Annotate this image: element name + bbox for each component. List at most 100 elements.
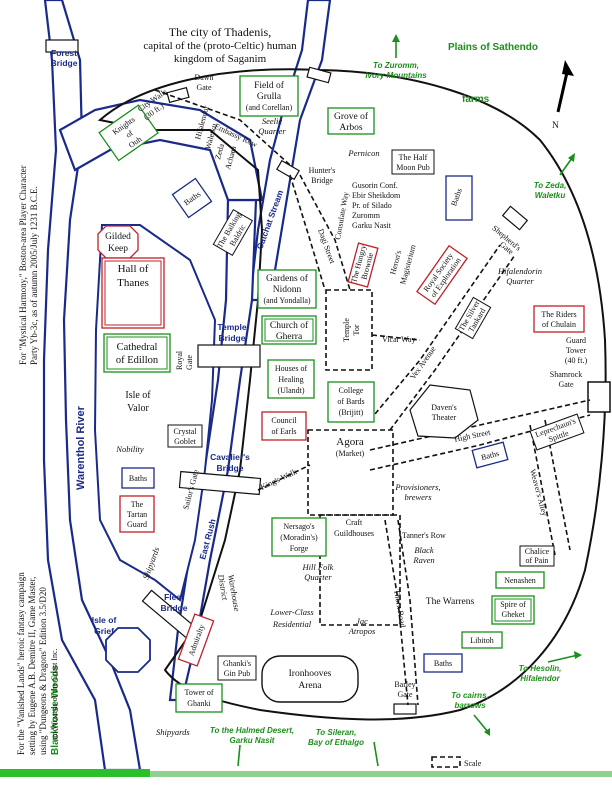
admiralty[interactable]: Admiralty	[177, 613, 215, 667]
credit-line-1: For "Mystical Harmony," Boston-area Play…	[18, 165, 28, 365]
half-moon-pub[interactable]: The Half Moon Pub	[391, 149, 435, 175]
scale-label: Scale	[464, 759, 482, 768]
hungry-brownie[interactable]: The Hungry Brownie	[347, 242, 379, 288]
warenthol-river	[42, 0, 142, 772]
temple-bridge-line-1: Temple	[217, 322, 246, 332]
hesolin-arrow	[547, 654, 579, 663]
weavers-alley-label: Weaver's Alley	[528, 468, 549, 517]
baths-valor[interactable]: Baths	[121, 467, 155, 489]
ghankis-gin-pub[interactable]: Ghanki's Gin Pub	[217, 655, 257, 681]
svg-text:Nersago's: Nersago's	[283, 522, 314, 531]
houses-of-healing[interactable]: Houses of Healing (Ulandt)	[267, 359, 315, 399]
isle-grief-line-1: Isle of	[92, 615, 117, 625]
hifalendorin-line-2: Quarter	[506, 276, 534, 286]
shamrock-gate-line-1: Shamrock	[550, 370, 582, 379]
council-of-earls[interactable]: Council of Earls	[261, 411, 307, 441]
svg-text:Tower of: Tower of	[185, 688, 214, 697]
ironhooves-line-2: Arena	[298, 681, 322, 691]
svg-text:of: of	[124, 128, 135, 139]
libitoh[interactable]: Libitoh	[461, 631, 503, 649]
tanners-row-label: Tanner's Row	[402, 531, 446, 540]
royal-society-exploration[interactable]: Royal Society of Exploration	[416, 244, 468, 306]
vicar-way-label: Vicar Way	[382, 335, 416, 344]
knights-of-ouh[interactable]: Knights of Ouh	[98, 104, 159, 162]
heron-line-2: Magisterium	[398, 243, 417, 286]
hifalendorin-line-1: Hifalendorin	[497, 266, 542, 276]
title-line-2: capital of the (proto-Celtic) human	[143, 40, 297, 52]
warenthol-label: Warenthol River	[75, 405, 87, 490]
grove-of-arbos[interactable]: Grove of Arbos	[327, 107, 375, 135]
leprechauns-spittle[interactable]: Leprechaun's Spittle	[529, 413, 585, 451]
embassy-3: Zeda	[213, 142, 226, 160]
compass-label: N	[552, 121, 559, 131]
weavers-alley-road	[544, 419, 571, 551]
consulate-way-label: Consulate Way	[333, 191, 350, 240]
svg-text:Forge: Forge	[290, 544, 309, 553]
chalice-of-pain[interactable]: Chalice of Pain	[519, 545, 555, 567]
svg-text:of Chulain: of Chulain	[542, 320, 576, 329]
seelie-line-1: Seelie	[262, 116, 283, 126]
dagi-street-road	[289, 174, 326, 291]
svg-text:Nidonn: Nidonn	[273, 285, 302, 295]
svg-text:The: The	[131, 500, 144, 509]
cairns-line-2: barrows	[454, 701, 486, 710]
vex-avenue-road-2	[389, 254, 516, 431]
high-street-road	[369, 399, 591, 451]
halmed-line-2: Garku Nasit	[230, 736, 275, 745]
field-of-grulla[interactable]: Field of Grulla (and Corellan)	[239, 75, 299, 117]
church-of-gherra[interactable]: Church of Gherra	[261, 315, 317, 345]
riders-of-chulain[interactable]: The Riders of Chulain	[533, 305, 585, 333]
cathedral-of-edillon[interactable]: Cathedral of Edillon	[103, 333, 171, 373]
temple-bridge-line-2: Bridge	[219, 333, 246, 343]
dawn-gate-tower	[166, 86, 190, 104]
svg-text:Crystal: Crystal	[173, 427, 197, 436]
baths-ne[interactable]: Baths	[445, 175, 473, 221]
cavalier-bridge	[178, 470, 262, 496]
scale-bar	[431, 756, 461, 768]
hall-of-thanes[interactable]: Hall of Thanes	[101, 257, 165, 329]
sileran-line-2: Bay of Ethalgo	[308, 738, 364, 747]
svg-text:Baths: Baths	[434, 659, 452, 668]
gilded-keep[interactable]: Gilded Keep	[97, 225, 139, 259]
tartan-guard[interactable]: The Tartan Guard	[119, 495, 155, 533]
svg-text:Baths: Baths	[129, 474, 147, 483]
hill-folk-line-1: Hill Folk	[302, 562, 334, 572]
craft-guildhouses-enclosure	[319, 514, 401, 626]
dawn-gate-line-2: Gate	[196, 83, 212, 92]
blackhorse-label: Blackhorse Woods	[50, 665, 61, 755]
baths-nw[interactable]: Baths	[171, 177, 213, 219]
cavalier-bridge-line-2: Bridge	[217, 463, 244, 473]
thorn-road-2	[397, 519, 419, 706]
black-raven-line-2: Raven	[412, 555, 434, 565]
craft-line-2: Guildhouses	[334, 529, 374, 538]
ironhooves-arena	[261, 655, 359, 703]
zuromm-arrow-head	[392, 34, 400, 42]
svg-text:The Riders: The Riders	[541, 310, 576, 319]
baths-se[interactable]: Baths	[423, 653, 463, 673]
lower-class-line-2: Residential	[272, 619, 312, 629]
college-of-bards[interactable]: College of Bards (Brijitt)	[327, 381, 375, 423]
svg-text:Thanes: Thanes	[117, 277, 149, 289]
spire-of-gheket[interactable]: Spire of Gheket	[491, 595, 535, 625]
gardens-of-nidonn[interactable]: Gardens of Nidonn (and Yondalla)	[257, 269, 317, 309]
crystal-goblet[interactable]: Crystal Goblet	[167, 424, 203, 448]
temple-bridge	[197, 344, 261, 368]
consulate-3: Pr. of Silado	[352, 201, 392, 210]
svg-text:College: College	[339, 386, 364, 395]
svg-text:of Bards: of Bards	[337, 397, 364, 406]
forest-bridge-line-2: Bridge	[51, 58, 78, 68]
halmed-arrow	[237, 744, 241, 767]
nersagos-forge[interactable]: Nersago's (Moradin's) Forge	[271, 517, 327, 557]
svg-text:Gilded: Gilded	[105, 232, 131, 242]
dawn-gate-line-1: Dawn	[194, 73, 213, 82]
svg-text:of Earls: of Earls	[271, 427, 296, 436]
provisioners-line-2: brewers	[404, 492, 432, 502]
hunters-bridge-tower	[276, 159, 300, 181]
baths-high-street[interactable]: Baths	[471, 441, 509, 469]
vicar-way-road	[371, 334, 421, 341]
nenashen[interactable]: Nenashen	[495, 571, 545, 589]
svg-text:Moon Pub: Moon Pub	[396, 163, 430, 172]
svg-text:Goblet: Goblet	[174, 437, 197, 446]
tower-of-ghanki[interactable]: Tower of Ghanki	[175, 683, 223, 713]
guard-tower-line-1: Guard	[566, 336, 586, 345]
